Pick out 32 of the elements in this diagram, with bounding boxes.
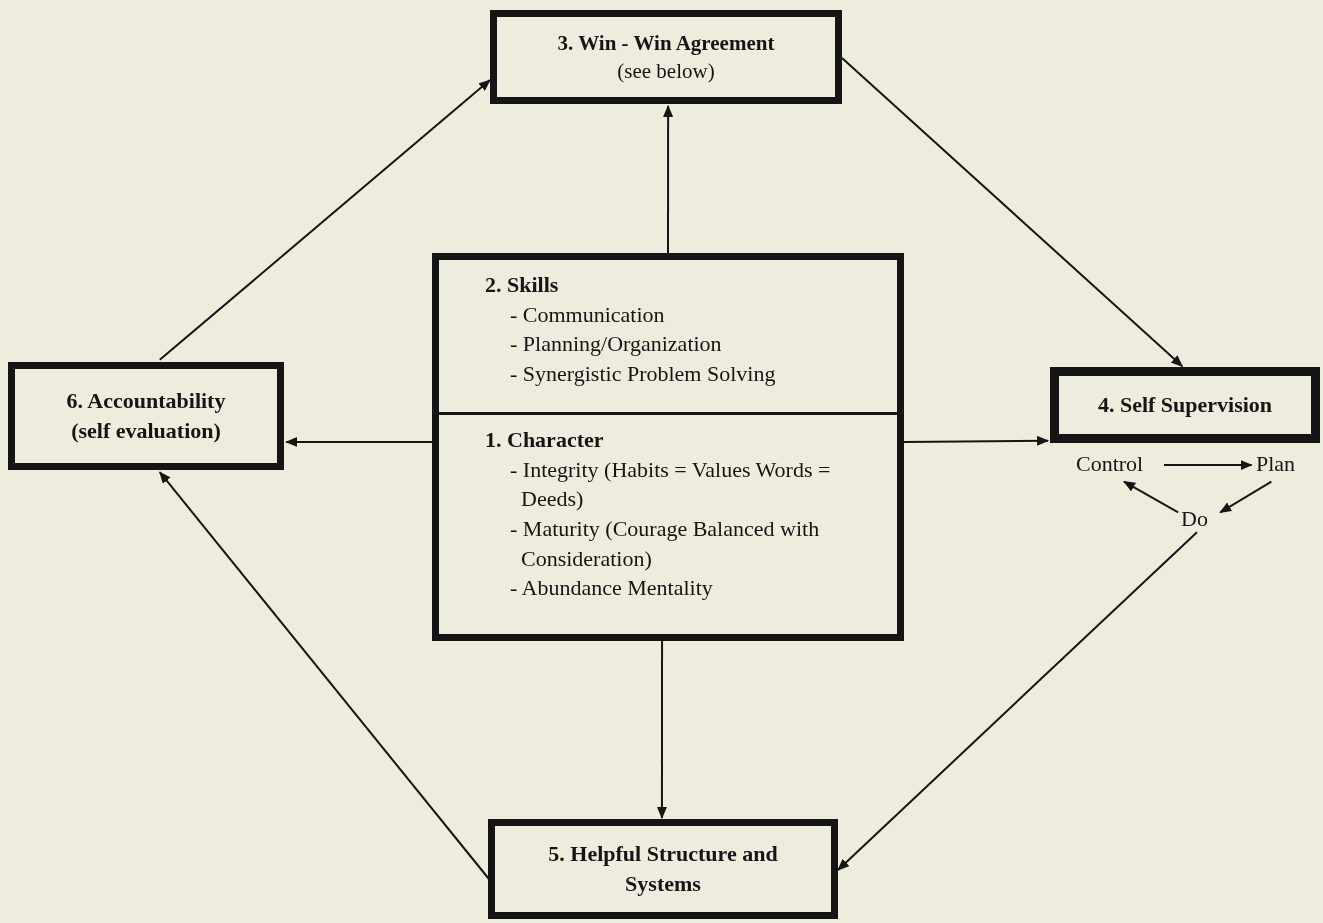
arrow xyxy=(837,531,1198,871)
arrow xyxy=(656,639,667,819)
arrow xyxy=(902,435,1050,446)
bullet-text: - Maturity (Courage Balanced with Consideration) xyxy=(509,515,821,573)
bullet-text: - Synergistic Problem Solving xyxy=(509,360,776,389)
arrow xyxy=(1219,480,1273,514)
arrow xyxy=(841,56,1184,368)
box-subtitle: (self evaluation) xyxy=(71,417,221,445)
arrow xyxy=(285,436,434,447)
bullet-text: - Abundance Mentality xyxy=(509,574,713,603)
cycle-label: Control xyxy=(1076,453,1144,475)
cycle-label: Plan xyxy=(1256,453,1296,475)
process-box xyxy=(490,10,842,104)
process-box xyxy=(8,362,284,470)
bullet-text: - Integrity (Habits = Values Words = Deeds) xyxy=(509,455,832,514)
process-box xyxy=(488,819,838,919)
box-heading: 4. Self Supervision xyxy=(1097,391,1273,420)
bullet-text: - Communication xyxy=(509,300,665,329)
box-heading: 6. Accountability xyxy=(66,387,226,416)
box-heading: 3. Win - Win Agreement xyxy=(557,29,775,57)
box-heading: 5. Helpful Structure and Systems xyxy=(547,840,779,898)
arrow xyxy=(663,104,674,254)
box-subtitle: (see below) xyxy=(617,58,715,85)
section-heading: 1. Character xyxy=(485,426,604,454)
section-heading: 2. Skills xyxy=(485,271,559,299)
bullet-text: - Planning/Organization xyxy=(509,330,722,359)
process-box xyxy=(432,253,904,641)
arrow xyxy=(158,79,491,361)
arrow xyxy=(1123,480,1180,514)
process-box xyxy=(1050,367,1320,443)
arrow xyxy=(1163,460,1253,471)
cycle-label: Do xyxy=(1181,508,1208,530)
